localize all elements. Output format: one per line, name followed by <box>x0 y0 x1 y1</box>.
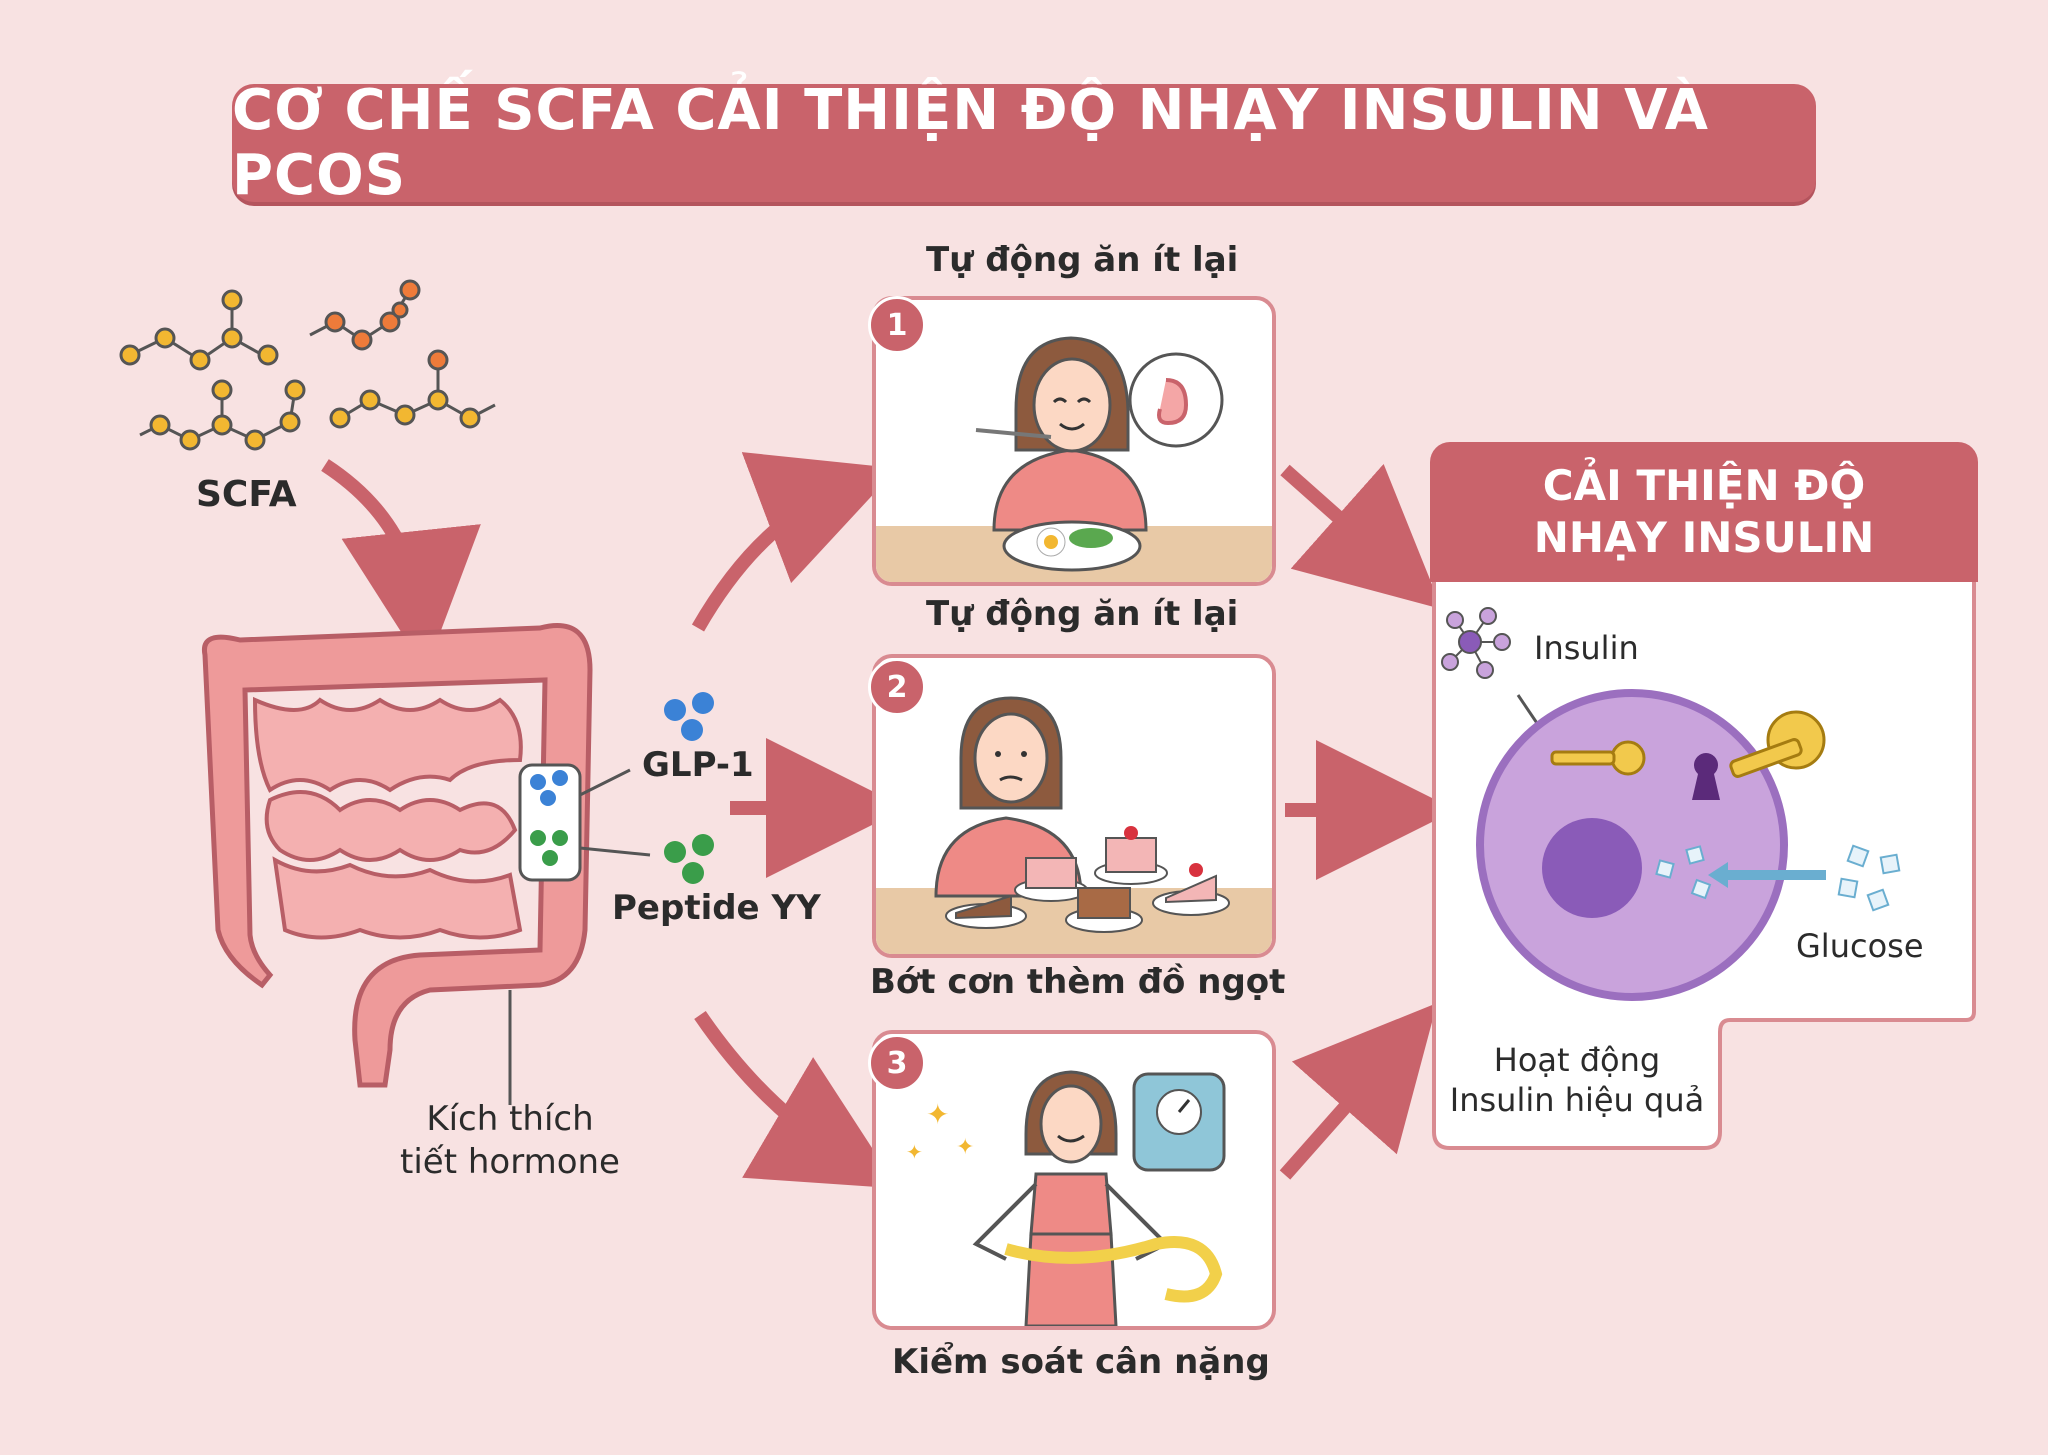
glucose-inside-icon <box>1655 845 1712 900</box>
arrow-to-step-3 <box>694 1011 899 1189</box>
result-header-text: CẢI THIỆN ĐỘ NHẠY INSULIN <box>1533 460 1875 563</box>
glp1-label: GLP-1 <box>642 745 754 785</box>
step-3-bottom-label: Kiểm soát cân nặng <box>892 1342 1270 1382</box>
insulin-molecule-icon <box>1441 607 1511 679</box>
scfa-label: SCFA <box>196 474 297 515</box>
keyhole-icon <box>1692 753 1720 800</box>
step-1-panel <box>872 296 1276 586</box>
glucose-outside-icon <box>1837 844 1901 912</box>
svg-text:✦: ✦ <box>956 1135 974 1160</box>
arrow-to-step-1 <box>691 452 898 632</box>
scfa-molecules-icon <box>119 279 496 451</box>
woman-desserts-icon <box>876 696 1272 954</box>
small-key-icon <box>1550 740 1646 776</box>
svg-text:✦: ✦ <box>906 1140 923 1164</box>
page-title: CƠ CHẾ SCFA CẢI THIỆN ĐỘ NHẠY INSULIN VÀ… <box>232 78 1710 208</box>
step-1-badge: 1 <box>868 296 926 354</box>
pyy-dots-icon <box>664 834 714 884</box>
arrow-step3-to-result <box>1279 1003 1438 1180</box>
glucose-label: Glucose <box>1796 927 1924 965</box>
insulin-cell-icon <box>1441 607 1901 1001</box>
insulin-label: Insulin <box>1534 629 1639 667</box>
step-2-panel <box>872 654 1276 958</box>
result-caption: Hoạt động Insulin hiệu quả <box>1449 1041 1705 1119</box>
gut-caption: Kích thích tiết hormone <box>400 1099 620 1182</box>
step-2-top-label: Tự động ăn ít lại <box>926 594 1239 634</box>
key-icon <box>1729 710 1826 778</box>
hormone-capsule-icon <box>508 763 651 1105</box>
arrow-step1-to-result <box>1280 463 1442 610</box>
intestine-icon <box>201 623 593 1088</box>
step-3-panel: ✦ ✦ ✦ <box>872 1030 1276 1330</box>
step-1-top-label: Tự động ăn ít lại <box>926 240 1239 280</box>
title-banner: CƠ CHẾ SCFA CẢI THIỆN ĐỘ NHẠY INSULIN VÀ… <box>232 78 1816 208</box>
arrow-scfa-to-gut <box>321 459 481 671</box>
pyy-label: Peptide YY <box>612 888 821 928</box>
glp1-dots-icon <box>664 692 714 741</box>
svg-text:✦: ✦ <box>926 1098 949 1131</box>
step-2-bottom-label: Bớt cơn thèm đồ ngọt <box>870 962 1286 1002</box>
step-2-badge: 2 <box>868 658 926 716</box>
woman-weight-control-icon: ✦ ✦ ✦ <box>906 1070 1226 1326</box>
result-header: CẢI THIỆN ĐỘ NHẠY INSULIN <box>1430 442 1978 582</box>
woman-eating-icon <box>876 336 1272 582</box>
step-3-badge: 3 <box>868 1034 926 1092</box>
